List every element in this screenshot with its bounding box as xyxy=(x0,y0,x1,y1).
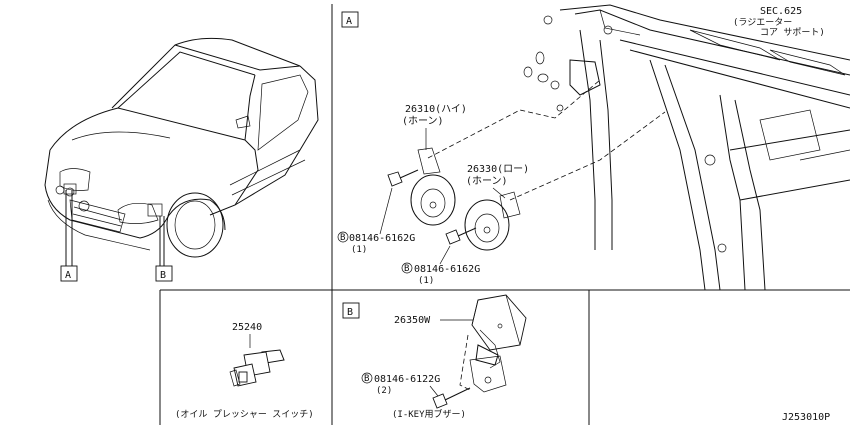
horn-low-part: 26330(ロー) xyxy=(467,164,529,175)
oil-pressure-switch xyxy=(229,349,285,387)
callout-b-label: B xyxy=(160,270,166,281)
buzzer-part: 26350W xyxy=(394,315,431,326)
bolt-2-leader xyxy=(439,245,451,265)
section-a-letter: A xyxy=(346,16,352,27)
sec-caption-line2: コア サポート) xyxy=(760,27,825,38)
section-a-marker xyxy=(341,11,359,28)
horn-bolt-2 xyxy=(445,227,477,245)
buzzer-bolt-symbol xyxy=(361,372,373,384)
car-illustration xyxy=(44,37,319,266)
section-b-marker xyxy=(342,302,360,319)
callout-b-box xyxy=(155,265,173,282)
bolt-1-leader xyxy=(379,187,393,235)
horn-low-leader xyxy=(492,187,506,199)
buzzer-caption: (I-KEY用ブザー) xyxy=(392,408,466,420)
assembly-line-high xyxy=(427,79,601,159)
callout-a-label: A xyxy=(65,270,71,281)
sec-caption-line1: (ラジエーター xyxy=(733,17,792,28)
buzzer-bolt-leader xyxy=(429,385,439,397)
buzzer-bolt xyxy=(432,387,471,409)
oil-switch-caption: (オイル プレッシャー スイッチ) xyxy=(175,409,314,420)
bolt-symbol-2 xyxy=(401,262,413,274)
bolt-1-qty: (1) xyxy=(351,245,367,255)
bolt-1-code: 08146-6162G xyxy=(349,233,415,244)
sec-reference: SEC.625 xyxy=(760,6,802,17)
buzzer-bolt-qty: (2) xyxy=(376,386,392,396)
bolt-2-qty: (1) xyxy=(418,276,434,286)
callout-a-box xyxy=(60,265,78,282)
i-key-buzzer xyxy=(459,294,527,393)
horn-bolt-1 xyxy=(387,169,419,187)
horn-low-name: (ホーン) xyxy=(466,175,508,187)
bolt-symbol-1 xyxy=(337,231,349,243)
drawing-id: J253010P xyxy=(782,412,830,423)
oil-switch-part: 25240 xyxy=(232,322,262,333)
horn-high-part: 26310(ハイ) xyxy=(405,104,467,115)
horn-low xyxy=(464,191,521,251)
horn-high xyxy=(410,147,456,226)
bolt-2-code: 08146-6162G xyxy=(414,264,480,275)
bolt-symbol-2-letter: B xyxy=(404,264,409,274)
horn-high-name: (ホーン) xyxy=(402,115,444,127)
buzzer-bolt-code: 08146-6122G xyxy=(374,374,440,385)
section-frames xyxy=(159,4,850,425)
assembly-line-low xyxy=(509,111,666,201)
buzzer-bolt-symbol-letter: B xyxy=(364,374,369,384)
section-b-letter: B xyxy=(347,307,353,318)
bolt-symbol-1-letter: B xyxy=(340,233,345,243)
radiator-core-support xyxy=(523,4,850,291)
